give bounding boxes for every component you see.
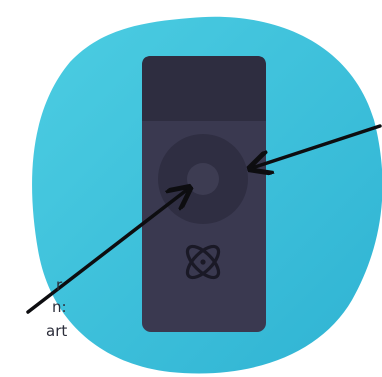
remote-device (142, 56, 266, 332)
device-top-panel (142, 56, 266, 121)
wheel-center-button[interactable] (187, 163, 219, 195)
label-line-3: art (46, 322, 67, 340)
label-line-2: n: (52, 298, 67, 316)
label-line-1: r (56, 276, 62, 294)
